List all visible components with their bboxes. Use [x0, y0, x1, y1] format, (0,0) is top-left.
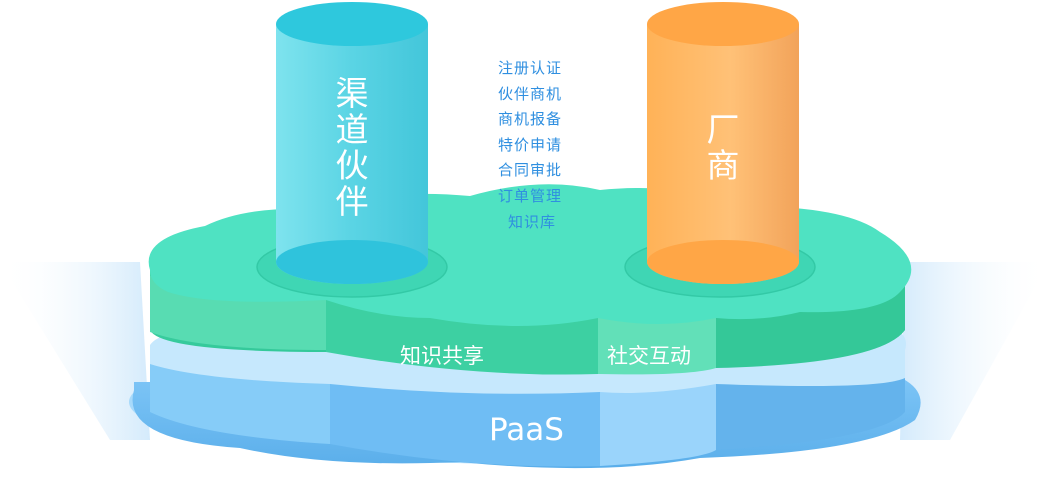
feature-item: 知识库 [508, 212, 557, 231]
channel-partner-char: 道 [335, 110, 369, 149]
channel-partner-char: 渠 [335, 74, 369, 113]
left-light-beam [0, 262, 150, 440]
knowledge-sharing-label: 知识共享 [400, 344, 484, 368]
vendor-label: 厂 商 [700, 112, 746, 184]
vendor-char: 厂 [706, 110, 740, 149]
paas-label: PaaS [489, 412, 564, 448]
vendor-cylinder [647, 2, 799, 284]
feature-item: 特价申请 [498, 135, 563, 154]
channel-partner-label: 渠 道 伙 伴 [329, 76, 375, 220]
feature-item: 订单管理 [498, 186, 563, 205]
channel-partner-cylinder [276, 2, 428, 284]
feature-list: 注册认证 伙伴商机 商机报备 特价申请 合同审批 订单管理 知识库 [498, 56, 578, 235]
social-interaction-label: 社交互动 [607, 344, 691, 368]
feature-item: 合同审批 [498, 161, 563, 180]
channel-partner-char: 伴 [335, 182, 369, 221]
right-light-beam [900, 262, 1049, 440]
feature-item: 注册认证 [498, 59, 563, 77]
channel-partner-char: 伙 [335, 146, 369, 185]
vendor-char: 商 [706, 146, 740, 185]
feature-item: 商机报备 [498, 110, 563, 129]
feature-item: 伙伴商机 [498, 84, 563, 103]
